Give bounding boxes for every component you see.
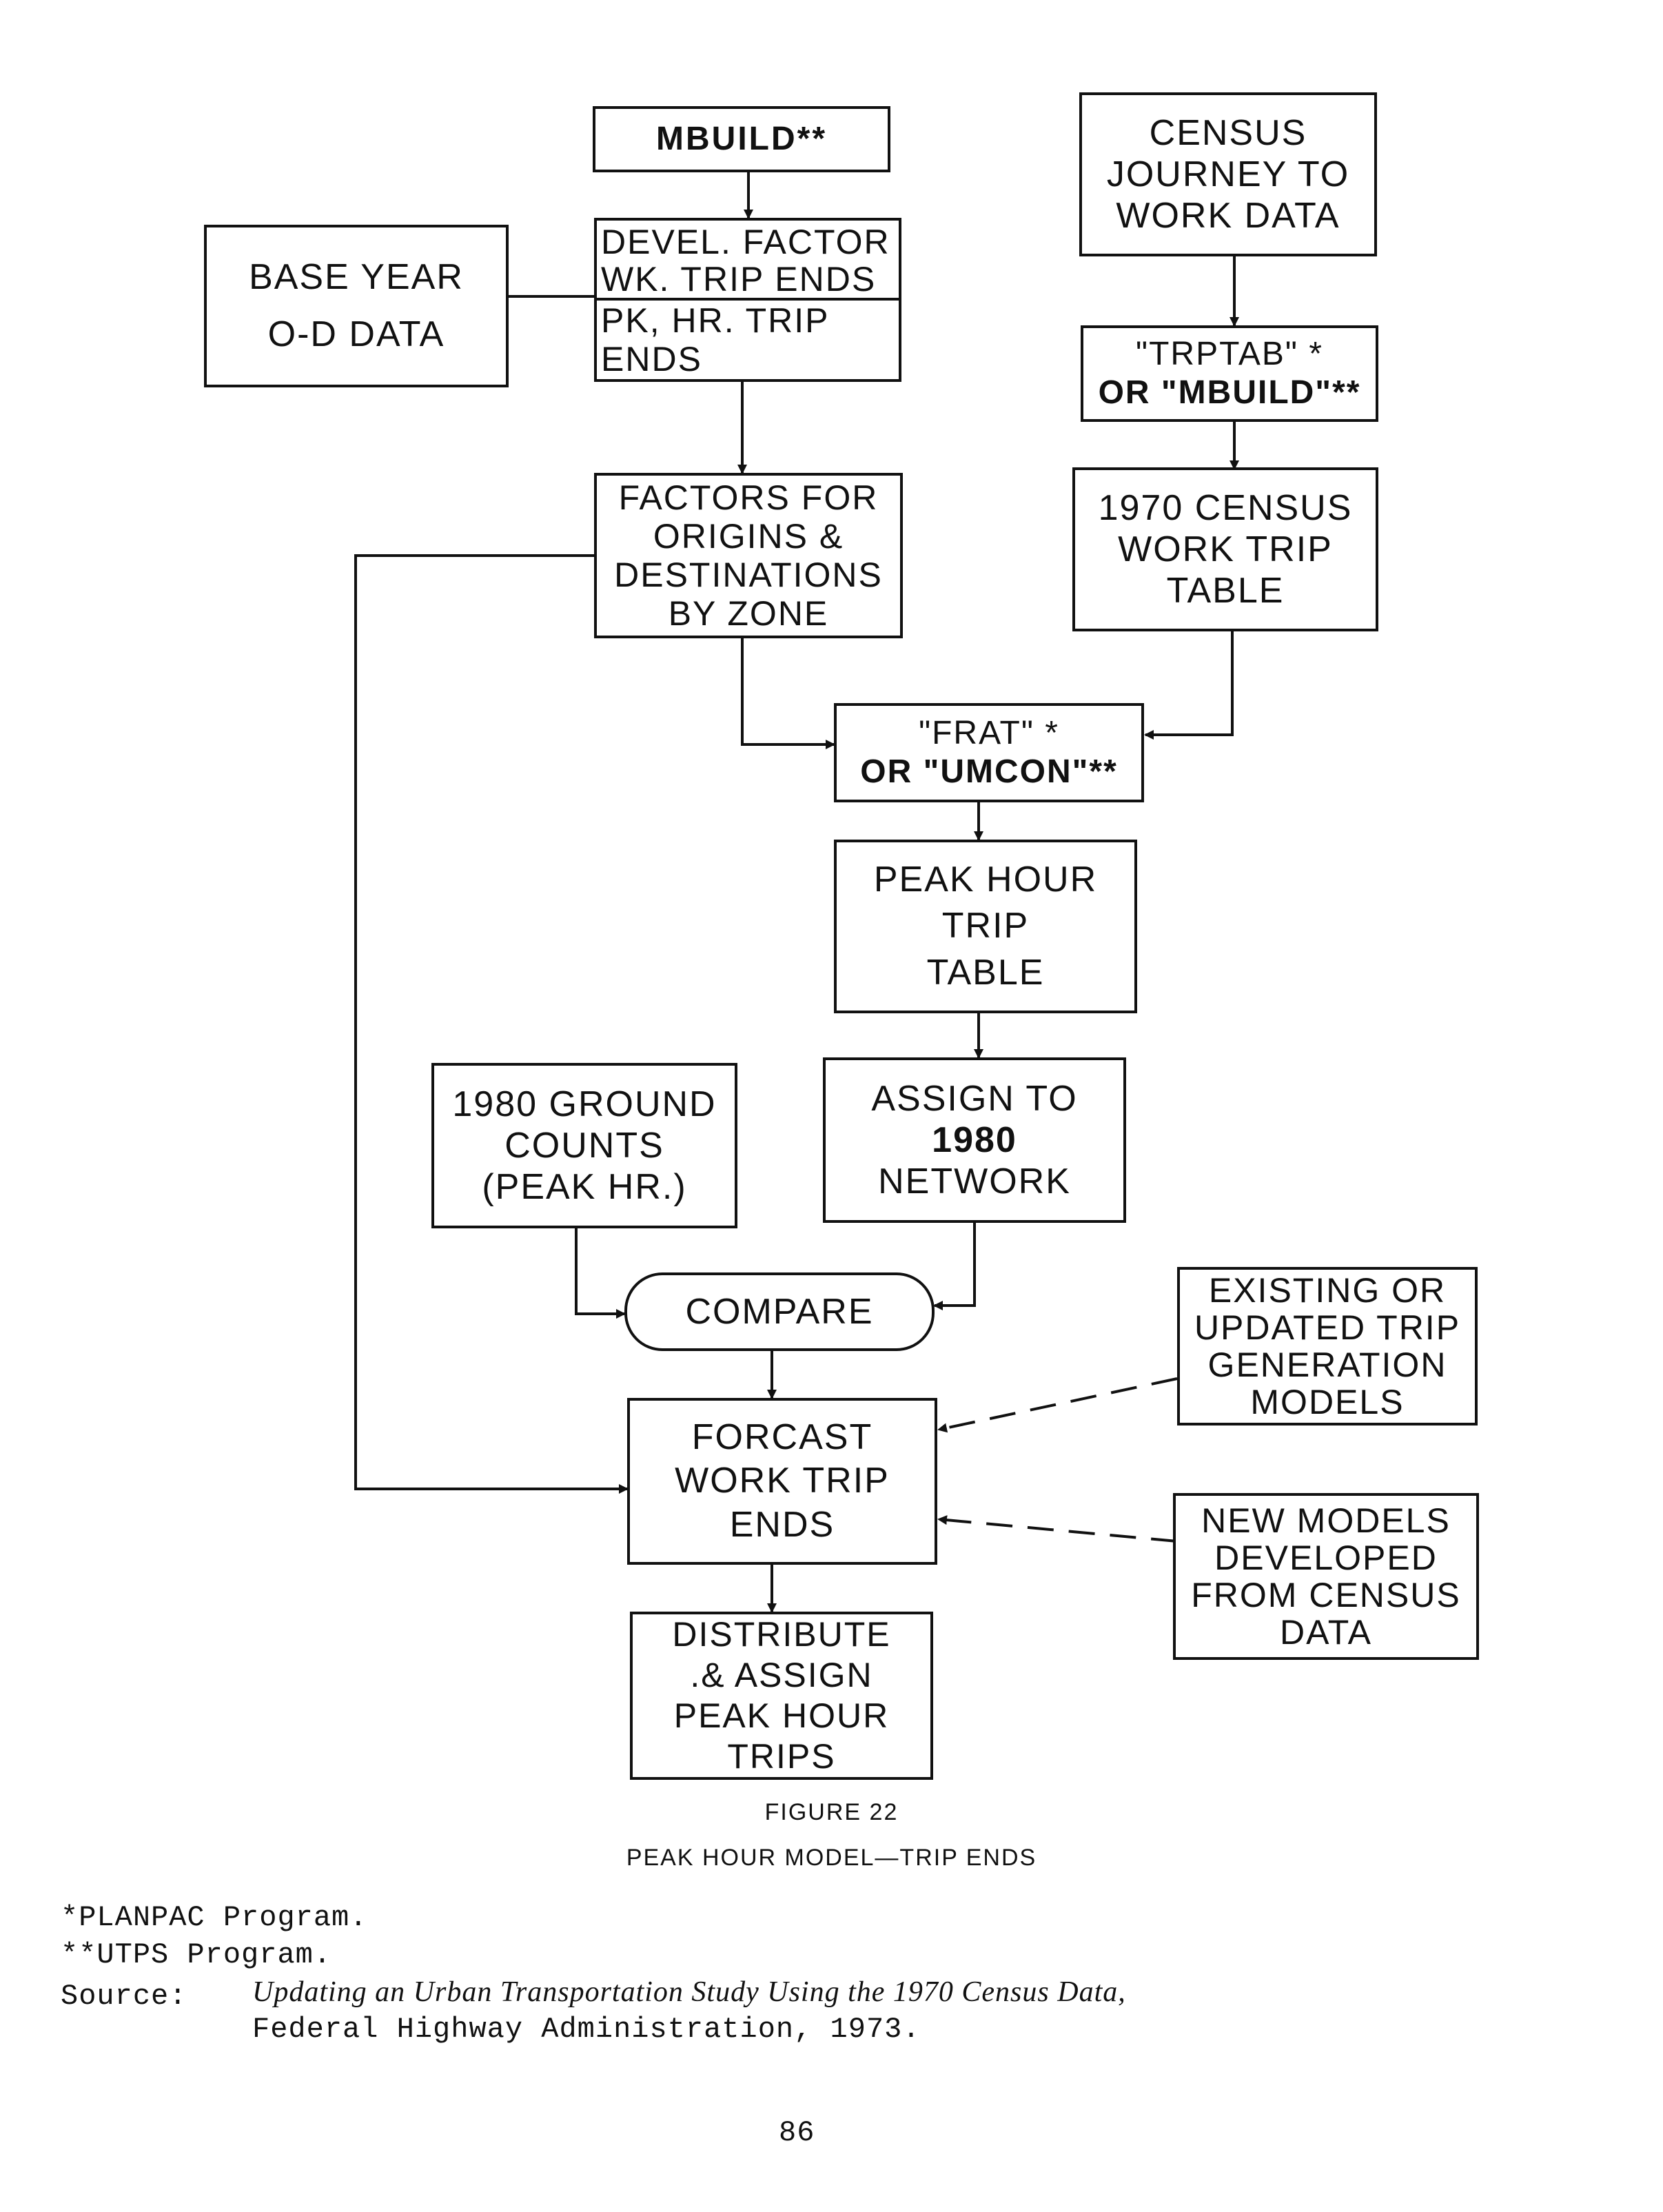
- ground-counts-line-3: (PEAK HR.): [482, 1167, 687, 1208]
- footnote-utps: **UTPS Program.: [61, 1938, 332, 1971]
- distribute-line-2: .& ASSIGN: [690, 1656, 873, 1694]
- factors-line-4: BY ZONE: [668, 594, 829, 633]
- arrow-factors-to-frat: [741, 638, 835, 749]
- existing-line-2: UPDATED TRIP: [1194, 1308, 1461, 1347]
- forcast-line-1: FORCAST: [691, 1417, 873, 1457]
- forcast-line-3: ENDS: [729, 1504, 835, 1545]
- peak-table-line-1: PEAK HOUR: [873, 859, 1098, 900]
- census-journey-line-1: CENSUS: [1149, 112, 1307, 153]
- census-1970-line-3: TABLE: [1166, 571, 1285, 611]
- distribute-line-1: DISTRIBUTE: [672, 1615, 891, 1654]
- trptab-box: "TRPTAB" * OR "MBUILD"**: [1081, 325, 1378, 422]
- existing-line-4: MODELS: [1250, 1383, 1405, 1421]
- devel-factor-box: DEVEL. FACTOR WK. TRIP ENDS PK, HR. TRIP…: [594, 218, 901, 382]
- arrow-assign-to-compare: [933, 1223, 976, 1310]
- page-number: 86: [779, 2116, 815, 2149]
- census-1970-line-1: 1970 CENSUS: [1098, 487, 1353, 528]
- devel-factor-divider: [597, 298, 899, 301]
- arrow-factors-to-forcast: [354, 554, 629, 1494]
- base-year-line-2: O-D DATA: [267, 314, 445, 354]
- arrow-ground-to-compare: [575, 1228, 626, 1319]
- new-models-line-4: DATA: [1280, 1613, 1372, 1652]
- compare-label: COMPARE: [685, 1292, 874, 1332]
- ground-counts-line-2: COUNTS: [504, 1125, 664, 1166]
- devel-factor-line-2: WK. TRIP ENDS: [601, 260, 877, 298]
- trptab-line-1: "TRPTAB" *: [1136, 336, 1323, 373]
- footnote-planpac: *PLANPAC Program.: [61, 1901, 368, 1934]
- existing-line-3: GENERATION: [1207, 1346, 1447, 1384]
- assign-line-3: NETWORK: [878, 1161, 1071, 1202]
- forcast-line-2: WORK TRIP: [675, 1461, 890, 1501]
- census-1970-line-2: WORK TRIP: [1118, 529, 1333, 569]
- factors-box: FACTORS FOR ORIGINS & DESTINATIONS BY ZO…: [594, 473, 903, 638]
- factors-line-3: DESTINATIONS: [614, 556, 883, 594]
- frat-line-1: "FRAT" *: [919, 715, 1059, 752]
- arrow-1970-to-frat: [1144, 631, 1234, 740]
- distribute-line-3: PEAK HOUR: [673, 1696, 890, 1735]
- factors-line-1: FACTORS FOR: [618, 478, 879, 517]
- census-journey-box: CENSUS JOURNEY TO WORK DATA: [1079, 92, 1377, 256]
- new-models-line-3: FROM CENSUS: [1191, 1576, 1461, 1614]
- dashed-existing-to-forcast: [937, 1377, 1178, 1433]
- census-journey-line-2: JOURNEY TO: [1106, 154, 1350, 194]
- figure-title: PEAK HOUR MODEL—TRIP ENDS: [626, 1845, 1037, 1871]
- source-publisher: Federal Highway Administration, 1973.: [252, 2013, 921, 2046]
- distribute-line-4: TRIPS: [727, 1737, 836, 1776]
- peak-table-line-2: TRIP: [941, 906, 1030, 946]
- new-models-line-1: NEW MODELS: [1201, 1501, 1451, 1540]
- frat-box: "FRAT" * OR "UMCON"**: [834, 703, 1144, 802]
- assign-line-1: ASSIGN TO: [871, 1078, 1078, 1119]
- base-year-line-1: BASE YEAR: [249, 256, 464, 297]
- trptab-line-2: OR "MBUILD"**: [1098, 374, 1361, 411]
- frat-line-2: OR "UMCON"**: [860, 753, 1118, 790]
- peak-table-line-3: TABLE: [926, 952, 1045, 993]
- existing-line-1: EXISTING OR: [1208, 1271, 1447, 1310]
- distribute-box: DISTRIBUTE .& ASSIGN PEAK HOUR TRIPS: [630, 1612, 933, 1780]
- source-label: Source:: [61, 1980, 187, 2013]
- pk-hr-line-2: ENDS: [601, 340, 702, 378]
- ground-counts-box: 1980 GROUND COUNTS (PEAK HR.): [431, 1063, 737, 1228]
- compare-terminal: COMPARE: [624, 1272, 935, 1351]
- mbuild-box: MBUILD**: [593, 106, 890, 172]
- factors-line-2: ORIGINS &: [653, 517, 844, 556]
- forcast-box: FORCAST WORK TRIP ENDS: [627, 1398, 937, 1565]
- peak-hour-table-box: PEAK HOUR TRIP TABLE: [834, 840, 1137, 1013]
- pk-hr-line-1: PK, HR. TRIP: [601, 301, 830, 340]
- new-models-box: NEW MODELS DEVELOPED FROM CENSUS DATA: [1173, 1493, 1479, 1660]
- ground-counts-line-1: 1980 GROUND: [452, 1084, 717, 1124]
- census-journey-line-3: WORK DATA: [1116, 196, 1340, 236]
- devel-factor-line-1: DEVEL. FACTOR: [601, 223, 890, 261]
- assign-1980-box: ASSIGN TO 1980 NETWORK: [823, 1057, 1126, 1223]
- assign-line-2: 1980: [932, 1119, 1017, 1160]
- new-models-line-2: DEVELOPED: [1214, 1539, 1438, 1577]
- source-title: Updating an Urban Transportation Study U…: [252, 1976, 1126, 2010]
- census-1970-box: 1970 CENSUS WORK TRIP TABLE: [1072, 467, 1378, 631]
- mbuild-label: MBUILD**: [656, 121, 827, 158]
- existing-models-box: EXISTING OR UPDATED TRIP GENERATION MODE…: [1177, 1267, 1478, 1425]
- base-year-box: BASE YEAR O-D DATA: [204, 225, 509, 387]
- source-title-text: Updating an Urban Transportation Study U…: [252, 1976, 1126, 2008]
- dashed-new-to-forcast: [937, 1515, 1178, 1543]
- figure-number: FIGURE 22: [764, 1799, 899, 1825]
